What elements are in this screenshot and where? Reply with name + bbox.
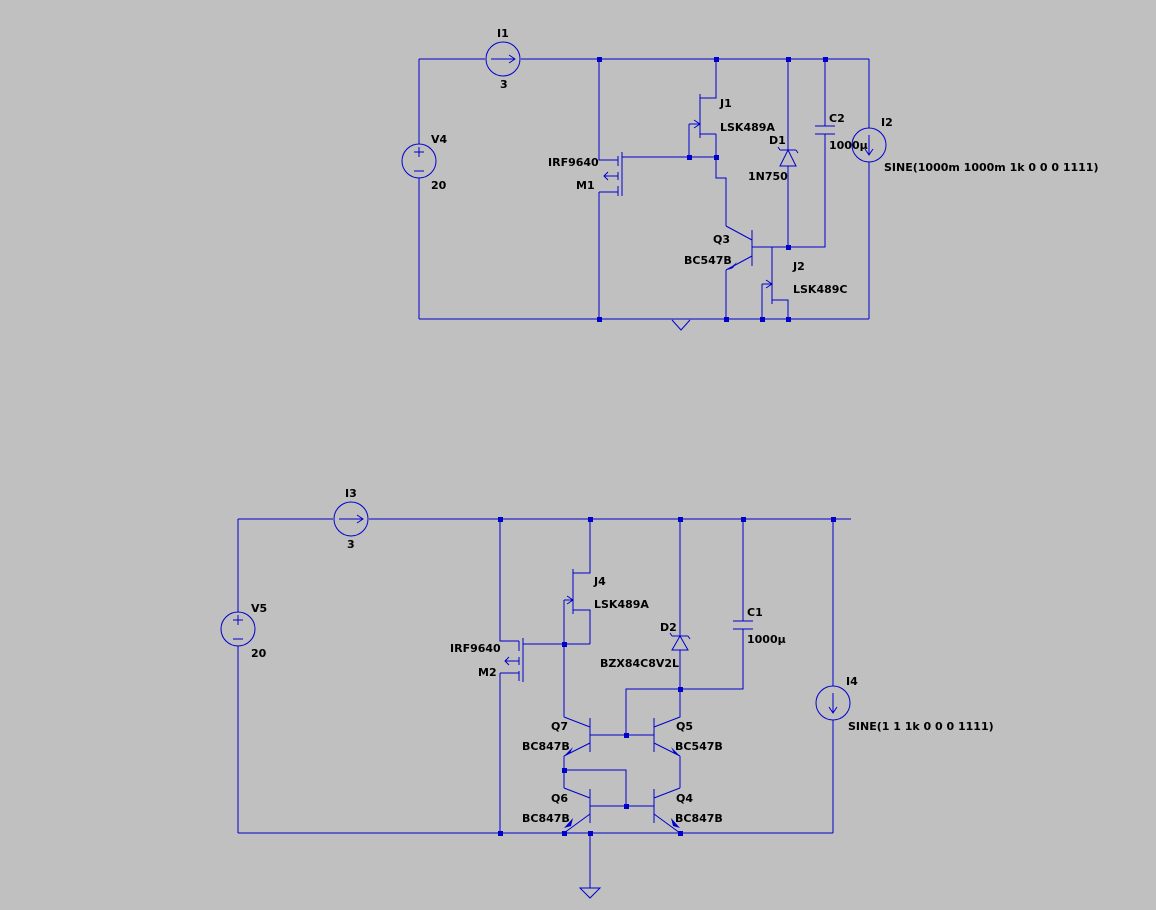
- transistor-q3[interactable]: Q3 BC547B: [684, 225, 753, 271]
- jfet-j4[interactable]: J4 LSK489A: [564, 569, 649, 614]
- d2-model: BZX84C8V2L: [600, 657, 679, 670]
- i2-name: I2: [881, 116, 893, 129]
- capacitor-c2[interactable]: C2 1000µ: [815, 112, 868, 152]
- i4-name: I4: [846, 675, 858, 688]
- v4-value: 20: [431, 179, 447, 192]
- capacitor-c1[interactable]: C1 1000µ: [733, 606, 786, 646]
- i1-value: 3: [500, 78, 508, 91]
- current-source-i4[interactable]: I4 SINE(1 1 1k 0 0 0 1111): [815, 675, 994, 733]
- circuit-2: I3 3 V5 20 IRF9640 M2 J4 LSK489A D2 BZX8…: [220, 487, 994, 899]
- d1-name: D1: [769, 134, 786, 147]
- jfet-j1[interactable]: J1 LSK489A: [689, 94, 775, 138]
- q4-name: Q4: [676, 792, 693, 805]
- zener-diode-d2[interactable]: D2 BZX84C8V2L: [600, 621, 691, 670]
- j4-model: LSK489A: [594, 598, 649, 611]
- c2-name: C2: [829, 112, 845, 125]
- current-source-i3[interactable]: I3 3: [333, 487, 369, 551]
- v4-name: V4: [431, 133, 448, 146]
- c2-value: 1000µ: [829, 139, 868, 152]
- q4-model: BC847B: [675, 812, 723, 825]
- m2-model: IRF9640: [450, 642, 501, 655]
- m2-name: M2: [478, 666, 497, 679]
- transistor-q5[interactable]: Q5 BC547B: [653, 689, 723, 757]
- voltage-source-v4[interactable]: V4 20: [401, 133, 448, 192]
- ground-icon: [671, 319, 691, 331]
- j4-name: J4: [593, 575, 606, 588]
- voltage-source-v5[interactable]: V5 20: [220, 602, 267, 660]
- m1-model: IRF9640: [548, 156, 599, 169]
- mosfet-m1[interactable]: IRF9640 M1: [548, 152, 623, 196]
- q3-model: BC547B: [684, 254, 732, 267]
- circuit-1: I1 3 V4 20 IRF9640 M1 J1 LSK489A D1 1N75…: [401, 27, 1098, 331]
- q6-model: BC847B: [522, 812, 570, 825]
- j1-model: LSK489A: [720, 121, 775, 134]
- current-source-i1[interactable]: I1 3: [485, 27, 521, 91]
- ground-icon: [578, 887, 602, 899]
- j1-name: J1: [719, 97, 732, 110]
- circuit-1-junctions: [597, 57, 828, 322]
- j2-model: LSK489C: [793, 283, 848, 296]
- mosfet-m2[interactable]: IRF9640 M2: [450, 638, 524, 682]
- q6-name: Q6: [551, 792, 568, 805]
- v5-name: V5: [251, 602, 267, 615]
- circuit-2-wires: [237, 518, 851, 888]
- i3-value: 3: [347, 538, 355, 551]
- d1-model: 1N750: [748, 170, 788, 183]
- q3-name: Q3: [713, 233, 730, 246]
- q7-name: Q7: [551, 720, 568, 733]
- current-source-i2[interactable]: I2 SINE(1000m 1000m 1k 0 0 0 1111): [851, 116, 1098, 174]
- c1-value: 1000µ: [747, 633, 786, 646]
- m1-name: M1: [576, 179, 595, 192]
- q5-name: Q5: [676, 720, 693, 733]
- zener-diode-d1[interactable]: D1 1N750: [748, 134, 799, 183]
- i3-name: I3: [345, 487, 357, 500]
- transistor-q7[interactable]: Q7 BC847B: [522, 716, 591, 757]
- v5-value: 20: [251, 647, 267, 660]
- q7-model: BC847B: [522, 740, 570, 753]
- circuit-1-wires: [418, 58, 870, 320]
- q5-model: BC547B: [675, 740, 723, 753]
- c1-name: C1: [747, 606, 763, 619]
- i2-value: SINE(1000m 1000m 1k 0 0 0 1111): [884, 161, 1098, 174]
- j2-name: J2: [792, 260, 805, 273]
- d2-name: D2: [660, 621, 677, 634]
- transistor-q4[interactable]: Q4 BC847B: [653, 787, 723, 834]
- i1-name: I1: [497, 27, 509, 40]
- circuit-2-junctions: [498, 517, 836, 836]
- i4-value: SINE(1 1 1k 0 0 0 1111): [848, 720, 994, 733]
- jfet-j2[interactable]: J2 LSK489C: [762, 256, 848, 304]
- transistor-q6[interactable]: Q6 BC847B: [522, 787, 591, 834]
